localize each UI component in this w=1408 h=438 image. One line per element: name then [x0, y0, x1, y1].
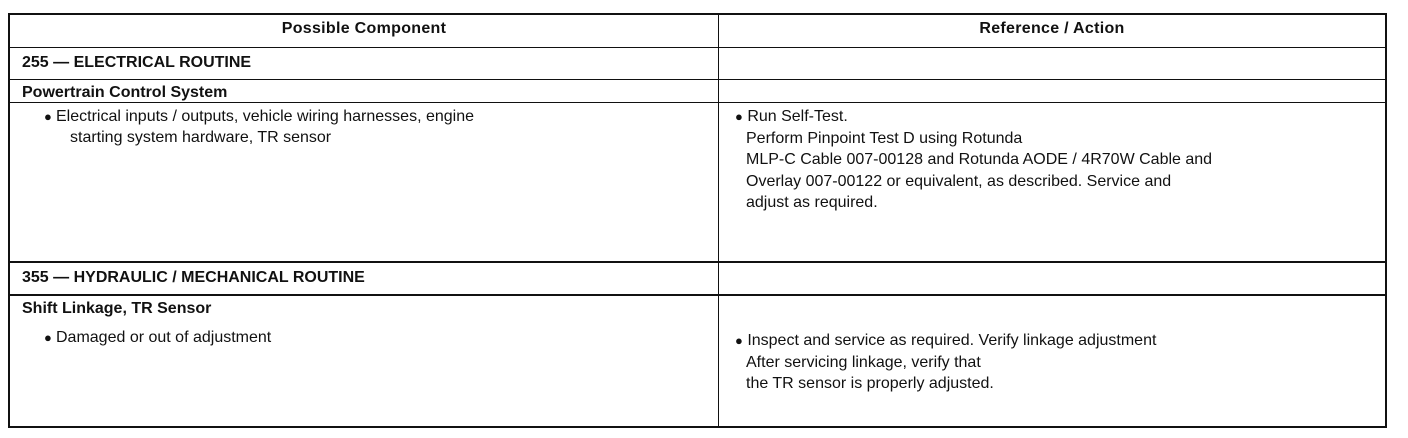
section-title-cell: 355 — HYDRAULIC / MECHANICAL ROUTINE — [10, 263, 719, 294]
section-row-electrical: 255 — ELECTRICAL ROUTINE — [10, 48, 1385, 103]
component-cell-hydraulic: Shift Linkage, TR Sensor ● Damaged or ou… — [10, 296, 719, 426]
component-bullet-electrical: ● Electrical inputs / outputs, vehicle w… — [44, 106, 474, 148]
action-block-electrical: ● Run Self-Test. Perform Pinpoint Test D… — [735, 106, 1212, 214]
bullet-icon: ● — [735, 109, 743, 124]
action-line: the TR sensor is properly adjusted. — [746, 375, 994, 392]
troubleshooting-table: Possible Component Reference / Action 25… — [8, 13, 1387, 428]
header-cell-component: Possible Component — [10, 15, 719, 47]
component-cell-electrical: Powertrain Control System ● Electrical i… — [10, 80, 719, 261]
action-text: Inspect and service as required. Verify … — [747, 332, 1157, 349]
action-line: ● Inspect and service as required. Verif… — [735, 330, 1156, 352]
action-line: Perform Pinpoint Test D using Rotunda — [746, 129, 1023, 147]
header-reference-action: Reference / Action — [979, 20, 1125, 37]
action-line: MLP-C Cable 007-00128 and Rotunda AODE /… — [746, 151, 1213, 168]
action-cell-hydraulic: ● Inspect and service as required. Verif… — [719, 296, 1385, 426]
action-line: adjust as required. — [746, 194, 878, 211]
section-row-hydraulic: 355 — HYDRAULIC / MECHANICAL ROUTINE — [10, 262, 1385, 295]
bullet-line: Damaged or out of adjustment — [56, 329, 272, 346]
bullet-icon: ● — [44, 330, 52, 345]
action-cell-electrical: ● Run Self-Test. Perform Pinpoint Test D… — [719, 80, 1385, 261]
section-title-cell: 255 — ELECTRICAL ROUTINE — [10, 48, 719, 102]
action-block-hydraulic: ● Inspect and service as required. Verif… — [735, 330, 1156, 395]
section-empty-cell — [719, 263, 1385, 294]
action-text: Run Self-Test. — [747, 108, 848, 125]
action-line: After servicing linkage, verify that — [746, 353, 981, 371]
header-possible-component: Possible Component — [281, 20, 447, 37]
content-row-electrical: Powertrain Control System ● Electrical i… — [10, 79, 1385, 262]
bullet-icon: ● — [44, 109, 52, 124]
header-cell-action: Reference / Action — [719, 15, 1385, 47]
action-line: Overlay 007-00122 or equivalent, as desc… — [746, 172, 1172, 190]
section-title-electrical: 255 — ELECTRICAL ROUTINE — [22, 54, 252, 71]
bullet-line: starting system hardware, TR sensor — [70, 129, 332, 146]
component-title-powertrain: Powertrain Control System — [22, 84, 228, 101]
content-row-hydraulic: Shift Linkage, TR Sensor ● Damaged or ou… — [10, 295, 1385, 426]
component-bullet-hydraulic: ● Damaged or out of adjustment — [44, 327, 272, 348]
bullet-line: Electrical inputs / outputs, vehicle wir… — [56, 108, 474, 125]
section-title-hydraulic: 355 — HYDRAULIC / MECHANICAL ROUTINE — [22, 269, 365, 286]
table-header-row: Possible Component Reference / Action — [10, 15, 1385, 48]
action-line: ● Run Self-Test. — [735, 106, 1212, 128]
bullet-icon: ● — [735, 333, 743, 348]
component-title-shift-linkage: Shift Linkage, TR Sensor — [22, 300, 212, 317]
